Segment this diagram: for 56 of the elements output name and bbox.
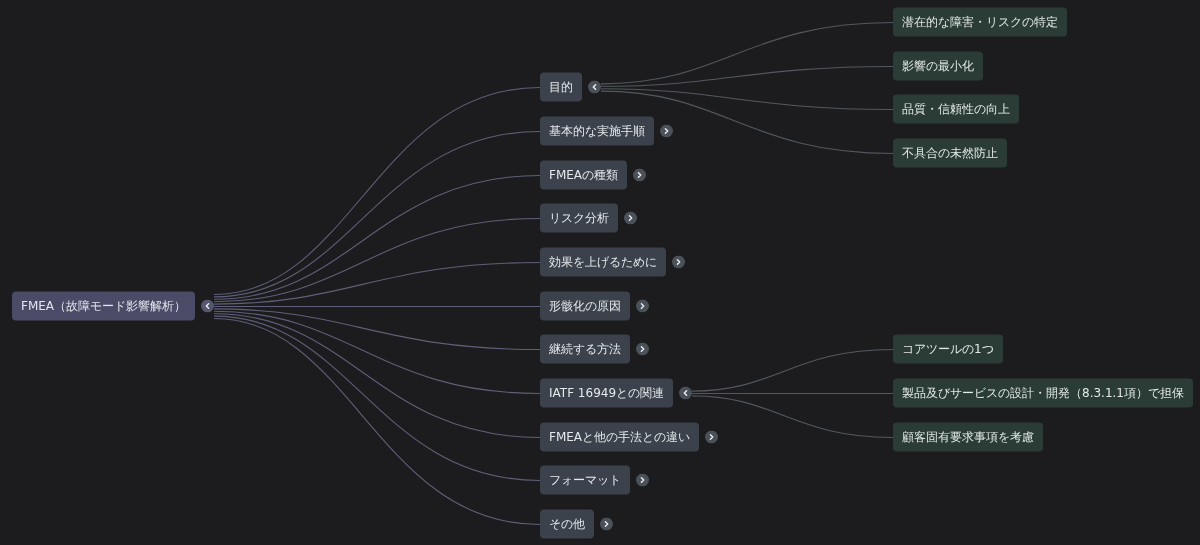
topic-label: 基本的な実施手順 — [549, 123, 645, 139]
topic-label: 形骸化の原因 — [549, 298, 621, 314]
connector-line — [213, 174, 541, 300]
topic-label: その他 — [549, 516, 585, 532]
connector-line — [600, 65, 894, 87]
topic-node — [540, 422, 719, 452]
connector-line — [213, 310, 541, 395]
topic-label: 目的 — [549, 79, 573, 95]
topic-node — [540, 203, 637, 233]
connector-line — [600, 21, 894, 85]
connector-line — [600, 88, 894, 111]
connector-line — [213, 86, 541, 296]
topic-node — [540, 378, 693, 408]
topic-label: 製品及びサービスの設計・開発（8.3.1.1項）で担保 — [902, 385, 1184, 401]
topic-node — [540, 334, 649, 364]
connector-line — [691, 392, 894, 395]
connector-line — [691, 395, 894, 439]
topic-label: 影響の最小化 — [902, 58, 974, 74]
topic-node — [540, 160, 647, 190]
topic-node — [893, 94, 1019, 124]
topic-label: 継続する方法 — [549, 341, 621, 357]
topic-node — [893, 138, 1007, 168]
connector-line — [213, 308, 541, 351]
connector-line — [213, 317, 541, 526]
topic-node — [893, 7, 1067, 37]
central-topic — [12, 291, 215, 321]
connector-line — [213, 261, 541, 305]
topic-node — [893, 422, 1043, 452]
connector-line — [213, 217, 541, 303]
topic-label: 顧客固有要求事項を考慮 — [902, 429, 1034, 445]
topic-label: FMEA（故障モード影響解析） — [21, 298, 187, 314]
topic-label: 効果を上げるために — [549, 254, 657, 270]
topic-label: FMEAと他の手法との違い — [549, 429, 691, 445]
topic-node — [540, 509, 613, 539]
connector-line — [213, 305, 541, 308]
connector-line — [213, 315, 541, 482]
topic-label: 不具合の未然防止 — [902, 145, 998, 161]
topic-label: フォーマット — [549, 472, 621, 488]
topic-node — [540, 291, 649, 321]
topic-node — [540, 247, 685, 277]
connector-line — [213, 130, 541, 298]
topic-node — [893, 334, 1003, 364]
connector-line — [213, 313, 541, 439]
topic-label: コアツールの1つ — [902, 341, 994, 357]
topic-label: FMEAの種類 — [549, 167, 619, 183]
connector-line — [600, 90, 894, 155]
topic-node — [893, 378, 1193, 408]
topic-label: 潜在的な障害・リスクの特定 — [902, 14, 1058, 30]
topic-label: 品質・信頼性の向上 — [902, 101, 1010, 117]
topic-node — [540, 465, 649, 495]
topic-node — [540, 72, 601, 102]
topic-node — [540, 116, 673, 146]
connector-line — [691, 348, 894, 392]
topic-label: IATF 16949との関連 — [549, 385, 665, 401]
topic-node — [893, 51, 983, 81]
topic-label: リスク分析 — [549, 210, 609, 226]
